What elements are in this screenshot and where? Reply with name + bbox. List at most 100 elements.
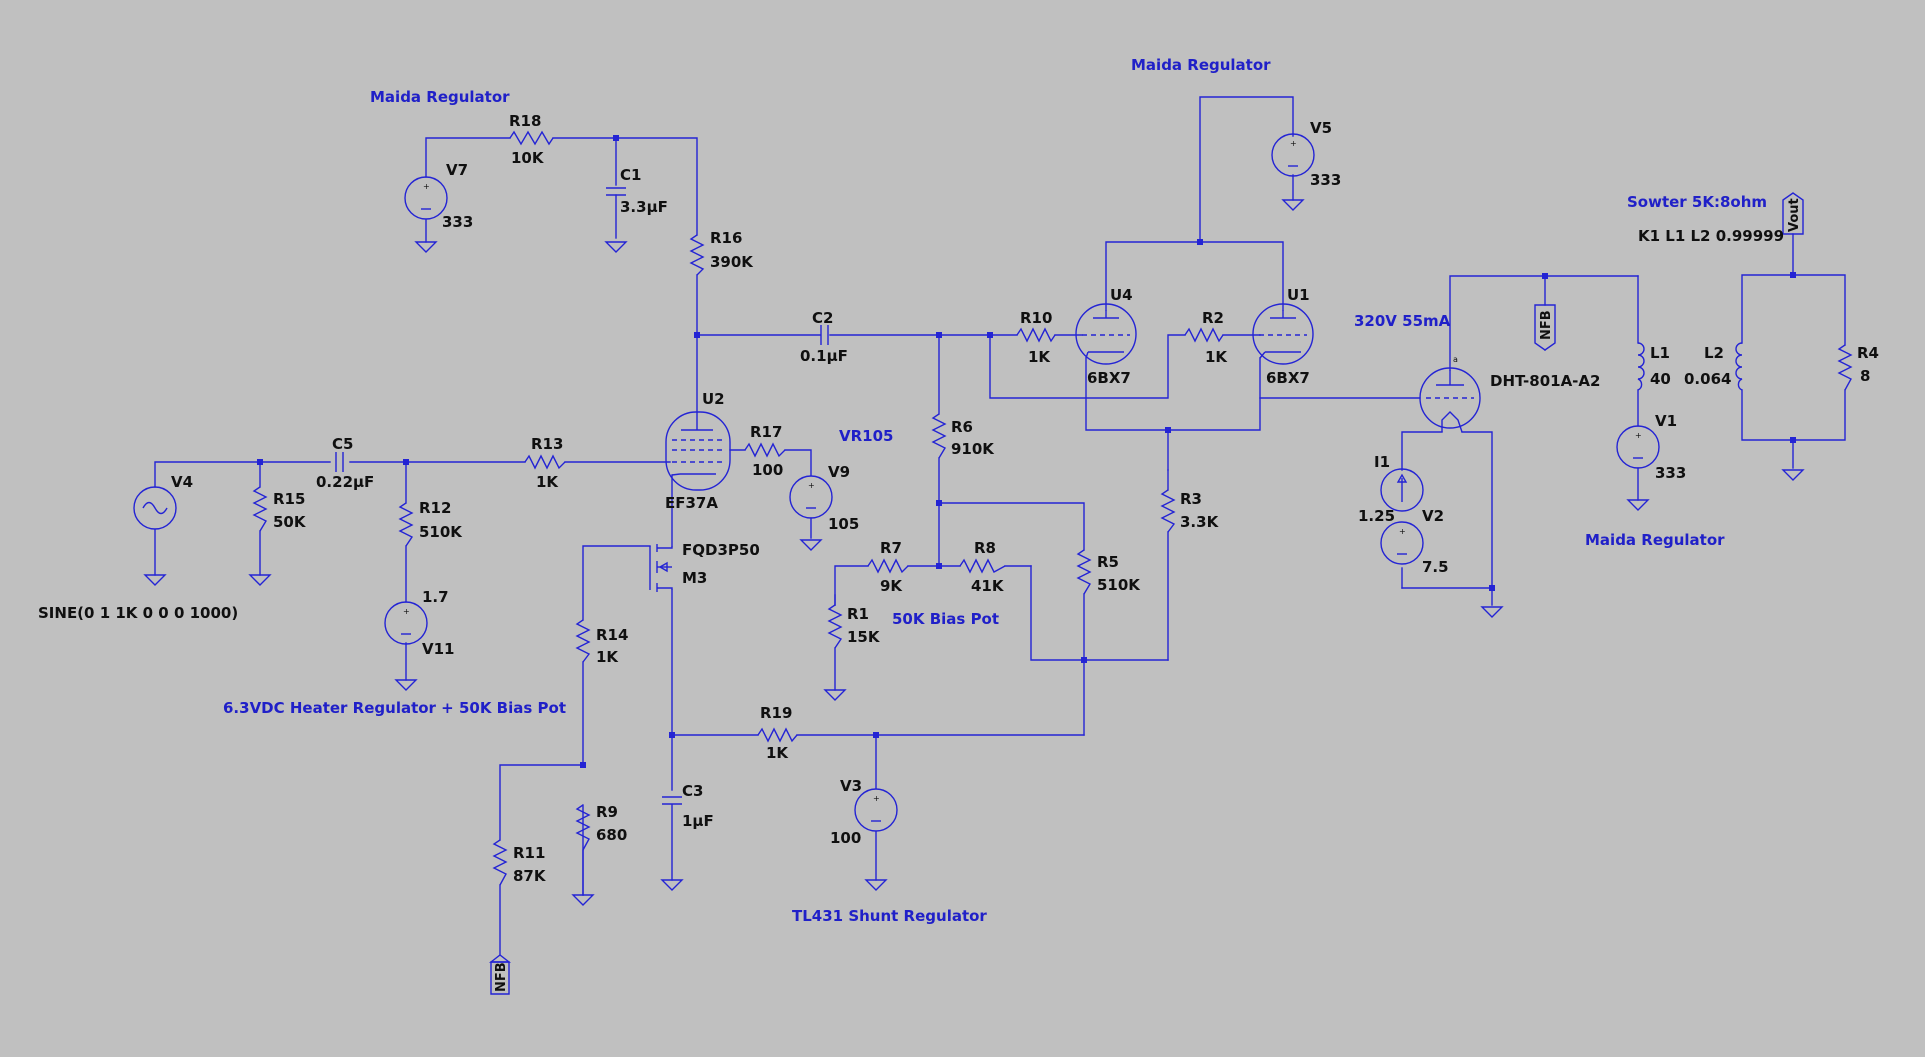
resistor-r6[interactable]: R6 910K bbox=[931, 413, 995, 459]
resistor-r12[interactable]: R12 510K bbox=[398, 499, 463, 547]
v7-value: 333 bbox=[442, 213, 473, 231]
resistor-r13[interactable]: R13 1K bbox=[524, 435, 566, 491]
r5-name: R5 bbox=[1097, 553, 1119, 571]
net-flag-vout[interactable]: Vout bbox=[1782, 192, 1804, 235]
voltage-source-v9[interactable]: + V9 105 bbox=[789, 463, 859, 533]
r4-name: R4 bbox=[1857, 344, 1879, 362]
comment-maida-right: Maida Regulator bbox=[1585, 531, 1725, 549]
v5-name: V5 bbox=[1310, 119, 1332, 137]
voltage-source-v2[interactable]: + V2 7.5 bbox=[1380, 507, 1449, 576]
resistor-r4[interactable]: R4 8 bbox=[1837, 344, 1879, 391]
r10-value: 1K bbox=[1028, 348, 1051, 366]
v2-name: V2 bbox=[1422, 507, 1444, 525]
c5-name: C5 bbox=[332, 435, 353, 453]
capacitor-c5[interactable]: C5 0.22µF bbox=[316, 435, 374, 491]
r13-value: 1K bbox=[536, 473, 559, 491]
comment-heater: 6.3VDC Heater Regulator + 50K Bias Pot bbox=[223, 699, 566, 717]
c3-value: 1µF bbox=[682, 812, 714, 830]
comment-vr105: VR105 bbox=[839, 427, 893, 445]
resistor-r16[interactable]: R16 390K bbox=[689, 229, 754, 276]
resistor-r9[interactable]: R9 680 bbox=[575, 803, 627, 896]
v11-value: 1.7 bbox=[422, 588, 449, 606]
v5-value: 333 bbox=[1310, 171, 1341, 189]
i1-value: 1.25 bbox=[1358, 507, 1395, 525]
resistor-r8[interactable]: R8 41K bbox=[959, 539, 1006, 595]
resistor-r19[interactable]: R19 1K bbox=[757, 704, 798, 762]
voltage-source-v3[interactable]: + V3 100 bbox=[830, 777, 898, 847]
resistor-r2[interactable]: R2 1K bbox=[1184, 309, 1228, 366]
resistor-r17[interactable]: R17 100 bbox=[744, 423, 786, 479]
r7-name: R7 bbox=[880, 539, 902, 557]
v2-value: 7.5 bbox=[1422, 558, 1449, 576]
r4-value: 8 bbox=[1860, 367, 1870, 385]
r7-value: 9K bbox=[880, 577, 903, 595]
svg-text:+: + bbox=[1290, 139, 1297, 148]
r1-name: R1 bbox=[847, 605, 869, 623]
triode-dht[interactable]: a DHT-801A-A2 bbox=[1419, 355, 1600, 433]
resistor-r15[interactable]: R15 50K bbox=[252, 486, 307, 532]
resistor-r11[interactable]: R11 87K bbox=[492, 839, 547, 886]
resistor-r18[interactable]: R18 10K bbox=[509, 112, 554, 167]
nfb-top-label: NFB bbox=[1539, 310, 1554, 340]
net-flag-nfb-top[interactable]: NFB bbox=[1534, 304, 1556, 351]
resistor-r3[interactable]: R3 3.3K bbox=[1160, 469, 1220, 533]
u1-value: 6BX7 bbox=[1266, 369, 1310, 387]
triode-u1[interactable]: U1 6BX7 bbox=[1252, 286, 1314, 387]
v7-name: V7 bbox=[446, 161, 468, 179]
r14-name: R14 bbox=[596, 626, 628, 644]
resistor-r1[interactable]: R1 15K bbox=[827, 604, 881, 649]
comment-tl431: TL431 Shunt Regulator bbox=[792, 907, 987, 925]
current-source-i1[interactable]: I1 1.25 bbox=[1358, 453, 1424, 525]
svg-text:+: + bbox=[423, 182, 430, 191]
r2-name: R2 bbox=[1202, 309, 1224, 327]
capacitor-c1[interactable]: C1 3.3µF bbox=[606, 166, 668, 216]
l2-name: L2 bbox=[1704, 344, 1724, 362]
c2-name: C2 bbox=[812, 309, 833, 327]
svg-text:+: + bbox=[873, 794, 880, 803]
r18-name: R18 bbox=[509, 112, 541, 130]
r15-value: 50K bbox=[273, 513, 307, 531]
voltage-source-v1[interactable]: + V1 333 bbox=[1616, 412, 1686, 482]
l1-value: 40 bbox=[1650, 370, 1671, 388]
junctions bbox=[257, 135, 1796, 768]
capacitor-c3[interactable]: C3 1µF bbox=[662, 782, 714, 830]
v11-name: V11 bbox=[422, 640, 454, 658]
r18-value: 10K bbox=[511, 149, 545, 167]
voltage-source-v7[interactable]: + V7 333 bbox=[404, 161, 473, 231]
r11-name: R11 bbox=[513, 844, 545, 862]
net-flag-nfb-bottom[interactable]: NFB bbox=[488, 954, 512, 995]
r9-value: 680 bbox=[596, 826, 627, 844]
u4-value: 6BX7 bbox=[1087, 369, 1131, 387]
resistor-r14[interactable]: R14 1K bbox=[575, 619, 628, 666]
r6-value: 910K bbox=[951, 440, 995, 458]
r19-value: 1K bbox=[766, 744, 789, 762]
comment-bias-pot: 50K Bias Pot bbox=[892, 610, 999, 628]
mosfet-m3[interactable]: FQD3P50 M3 bbox=[649, 541, 760, 592]
capacitor-c2[interactable]: C2 0.1µF bbox=[800, 309, 848, 365]
svg-text:+: + bbox=[808, 481, 815, 490]
r9-name: R9 bbox=[596, 803, 618, 821]
inductor-l2[interactable]: L2 0.064 bbox=[1684, 342, 1743, 391]
v4-name: V4 bbox=[171, 473, 193, 491]
r15-name: R15 bbox=[273, 490, 305, 508]
voltage-source-v11[interactable]: + 1.7 V11 bbox=[384, 588, 454, 658]
r8-value: 41K bbox=[971, 577, 1005, 595]
v1-value: 333 bbox=[1655, 464, 1686, 482]
c1-value: 3.3µF bbox=[620, 198, 668, 216]
r11-value: 87K bbox=[513, 867, 547, 885]
resistor-r5[interactable]: R5 510K bbox=[1076, 549, 1141, 595]
c3-name: C3 bbox=[682, 782, 703, 800]
directive-sine: SINE(0 1 1K 0 0 0 1000) bbox=[38, 604, 238, 622]
v1-name: V1 bbox=[1655, 412, 1677, 430]
svg-text:+: + bbox=[1399, 527, 1406, 536]
resistor-r10[interactable]: R10 1K bbox=[1016, 309, 1056, 366]
dht-value: DHT-801A-A2 bbox=[1490, 372, 1600, 390]
voltage-source-v4[interactable]: V4 bbox=[133, 473, 193, 530]
voltage-source-v5[interactable]: + V5 333 bbox=[1271, 119, 1341, 189]
c5-value: 0.22µF bbox=[316, 473, 374, 491]
resistor-r7[interactable]: R7 9K bbox=[867, 539, 909, 595]
triode-u4[interactable]: U4 6BX7 bbox=[1075, 286, 1137, 387]
inductor-l1[interactable]: L1 40 bbox=[1637, 342, 1671, 391]
pentode-u2[interactable]: U2 EF37A bbox=[665, 390, 731, 512]
